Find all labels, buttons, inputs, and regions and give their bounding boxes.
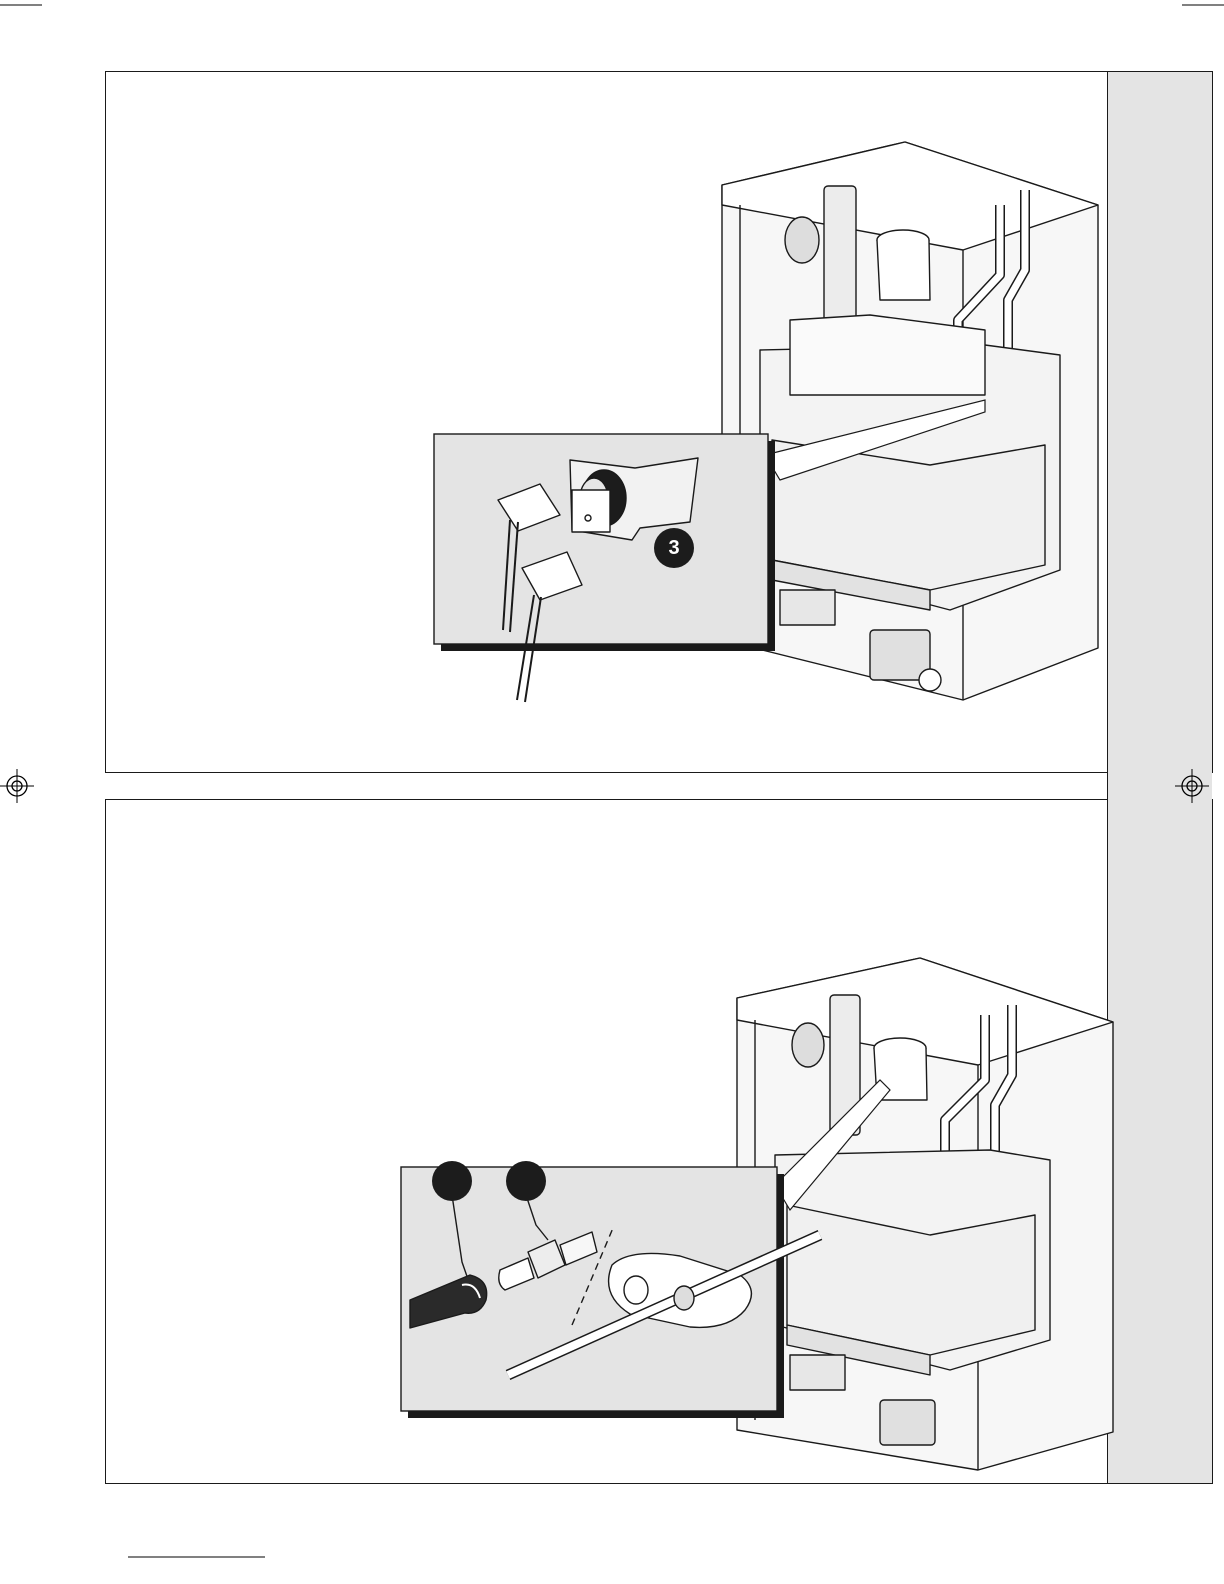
inset-panel-bottom: [0, 0, 1224, 1584]
